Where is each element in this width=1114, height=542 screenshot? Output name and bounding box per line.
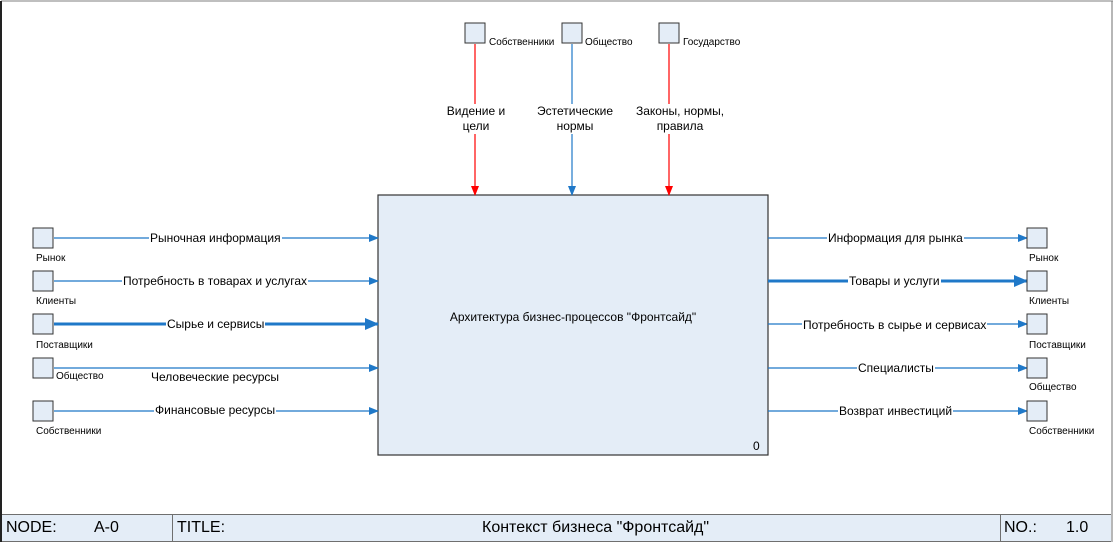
- tunnel-square[interactable]: [32, 357, 54, 379]
- no-value: 1.0: [1066, 519, 1089, 536]
- node-label: NODE:: [6, 519, 57, 536]
- tunnel-square[interactable]: [32, 400, 54, 422]
- title-value: Контекст бизнеса "Фронтсайд": [482, 519, 710, 536]
- output-label: Информация для рынка: [827, 231, 964, 245]
- node-value: A-0: [94, 519, 119, 536]
- output-target-label: Поставщики: [1029, 340, 1086, 351]
- tunnel-square[interactable]: [1026, 227, 1048, 249]
- tunnel-square[interactable]: [1026, 270, 1048, 292]
- output-label: Потребность в сырье и сервисах: [802, 318, 988, 332]
- process-number: 0: [753, 439, 760, 453]
- input-label: Финансовые ресурсы: [154, 403, 277, 417]
- input-source-label: Собственники: [36, 426, 102, 437]
- tunnel-square[interactable]: [1026, 400, 1048, 422]
- tunnel-square[interactable]: [32, 227, 54, 249]
- title-label: TITLE:: [177, 519, 226, 536]
- input-label: Рыночная информация: [149, 231, 282, 245]
- tunnel-square[interactable]: [464, 22, 486, 44]
- output-label: Возврат инвестиций: [838, 404, 954, 418]
- input-source-label: Клиенты: [36, 296, 77, 307]
- process-box[interactable]: [377, 194, 769, 456]
- footer-divider: [172, 515, 173, 541]
- output-target-label: Общество: [1029, 382, 1077, 393]
- control-label-laws: Законы, нормы, правила: [630, 104, 730, 134]
- tunnel-square[interactable]: [1026, 357, 1048, 379]
- no-label: NO.:: [1004, 519, 1037, 536]
- process-title: Архитектура бизнес-процессов "Фронтсайд": [449, 310, 697, 324]
- output-target-label: Рынок: [1029, 253, 1059, 264]
- input-source-label: Рынок: [36, 253, 66, 264]
- input-label: Сырье и сервисы: [166, 317, 266, 331]
- control-source-label: Государство: [683, 37, 741, 48]
- input-source-label: Общество: [56, 371, 104, 382]
- input-label: Человеческие ресурсы: [151, 370, 279, 384]
- output-label: Товары и услуги: [848, 274, 941, 288]
- control-label-aesthetic: Эстетические нормы: [530, 104, 620, 134]
- input-source-label: Поставщики: [36, 340, 93, 351]
- control-source-label: Общество: [585, 37, 633, 48]
- input-label: Потребность в товарах и услугах: [122, 274, 309, 288]
- control-source-label: Собственники: [489, 37, 555, 48]
- title-block: NODE: A-0 TITLE: Контекст бизнеса "Фронт…: [2, 514, 1111, 542]
- output-target-label: Клиенты: [1029, 296, 1070, 307]
- tunnel-square[interactable]: [1026, 313, 1048, 335]
- control-label-vision: Видение и цели: [436, 104, 516, 134]
- output-target-label: Собственники: [1029, 426, 1095, 437]
- tunnel-square[interactable]: [32, 313, 54, 335]
- tunnel-square[interactable]: [561, 22, 583, 44]
- output-label: Специалисты: [857, 361, 935, 375]
- tunnel-square[interactable]: [658, 22, 680, 44]
- footer-divider: [1000, 515, 1001, 541]
- tunnel-square[interactable]: [32, 270, 54, 292]
